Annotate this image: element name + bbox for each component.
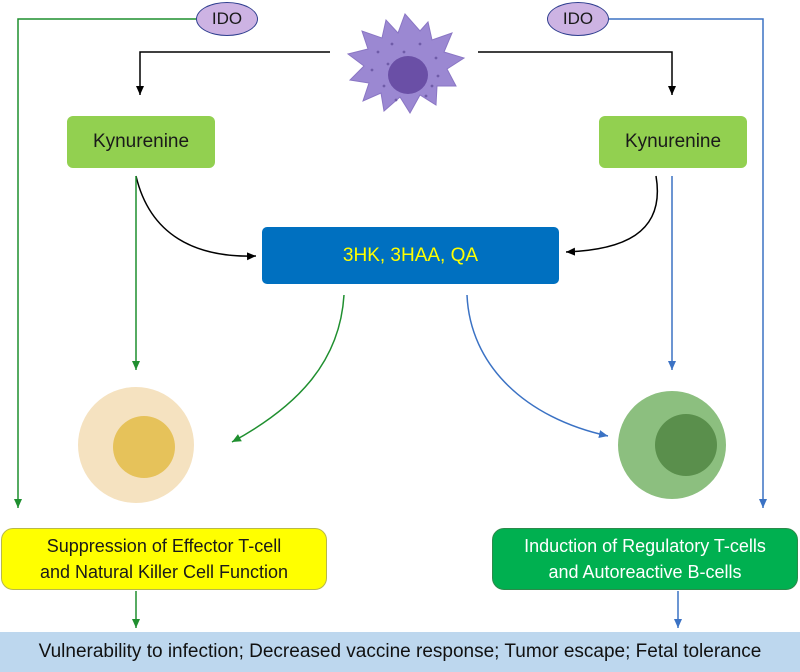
arrow-metabolites-to-right-cell	[466, 294, 609, 438]
dendritic-cell-icon	[346, 13, 466, 114]
left-outcome-box: Suppression of Effector T-cell and Natur…	[1, 528, 327, 590]
arrow-cell-to-kynurenine-right	[478, 51, 676, 95]
downstream-metabolites-box: 3HK, 3HAA, QA	[262, 227, 559, 284]
arrow-ido-right-to-outcome	[609, 18, 767, 508]
right-outcome-line-2: and Autoreactive B-cells	[548, 562, 742, 582]
arrow-metabolites-to-left-cell	[231, 294, 345, 443]
right-outcome-line-1: Induction of Regulatory T-cells	[524, 536, 766, 556]
left-outcome-line-2: and Natural Killer Cell Function	[39, 562, 289, 582]
kynurenine-box-left: Kynurenine	[67, 116, 215, 168]
kynurenine-box-right: Kynurenine	[599, 116, 747, 168]
right-outcome-box: Induction of Regulatory T-cells and Auto…	[492, 528, 798, 590]
left-outcome-line-1: Suppression of Effector T-cell	[46, 536, 282, 556]
regulatory-cell-icon	[618, 391, 726, 499]
arrow-kynurenine-right-to-metabolites	[565, 175, 659, 256]
arrow-ido-left-to-outcome	[14, 18, 196, 508]
arrow-kynurenine-left-to-metabolites	[135, 175, 257, 261]
ido-enzyme-right: IDO	[547, 2, 609, 36]
ido-enzyme-left: IDO	[196, 2, 258, 36]
arrow-cell-to-kynurenine-left	[136, 51, 330, 95]
effector-cell-icon	[78, 387, 194, 503]
consequences-bar: Vulnerability to infection; Decreased va…	[0, 632, 800, 672]
